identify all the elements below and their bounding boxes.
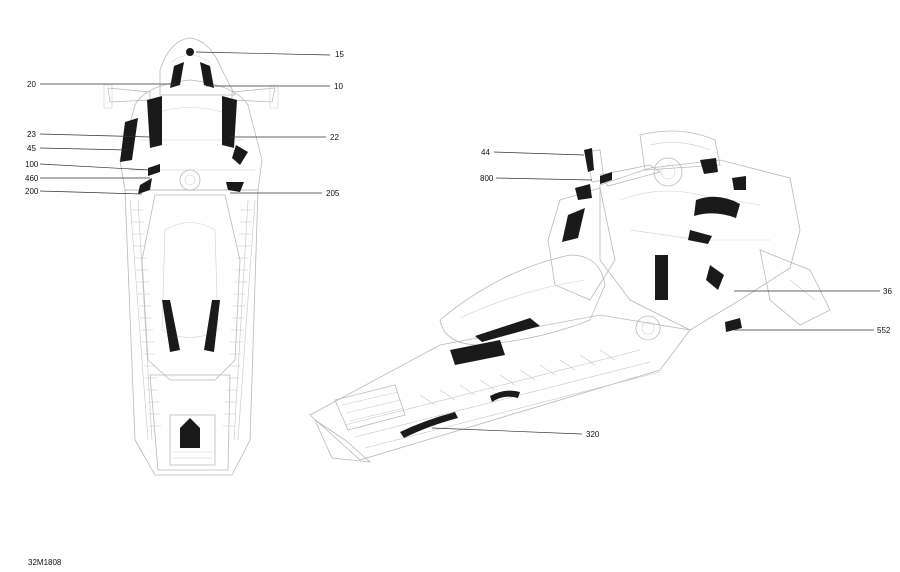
callout-36: 36: [883, 287, 892, 296]
callout-10: 10: [334, 82, 343, 91]
leader-lines: [39, 51, 880, 435]
callout-22: 22: [330, 133, 339, 142]
figure-reference: 32M1808: [28, 558, 62, 567]
callout-460: 460: [25, 174, 39, 183]
snowmobile-three-quarter-view: [309, 130, 831, 463]
callout-15: 15: [335, 50, 344, 59]
callout-200: 200: [25, 187, 39, 196]
callout-800: 800: [480, 174, 494, 183]
callout-100: 100: [25, 160, 39, 169]
callout-labels: 15 20 10 23 22 45 100 460 200 205 44 800…: [25, 50, 892, 439]
callout-205: 205: [326, 189, 340, 198]
callout-20: 20: [27, 80, 36, 89]
snowmobile-top-view: [103, 37, 279, 476]
callout-320: 320: [586, 430, 600, 439]
callout-552: 552: [877, 326, 891, 335]
callout-45: 45: [27, 144, 36, 153]
callout-44: 44: [481, 148, 490, 157]
callout-23: 23: [27, 130, 36, 139]
